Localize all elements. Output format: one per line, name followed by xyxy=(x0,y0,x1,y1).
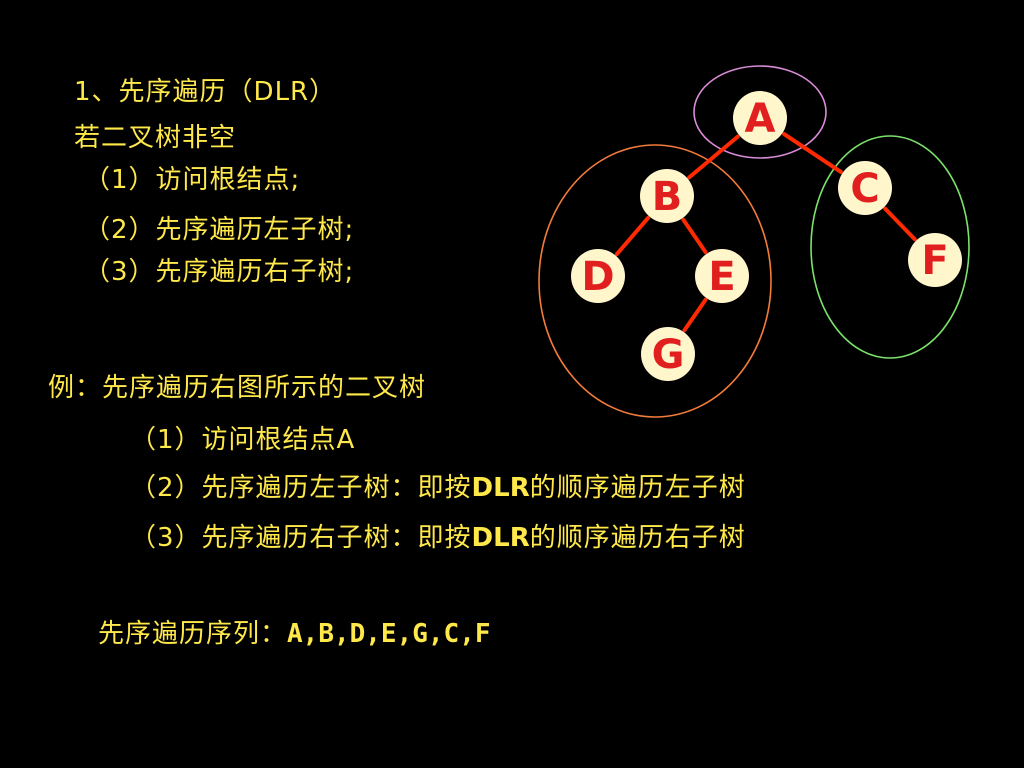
rule-step-2: （2）先序遍历左子树; xyxy=(84,215,355,245)
tree-node-label: E xyxy=(708,254,735,300)
tree-edge-e-g xyxy=(682,297,708,333)
tree-node-label: C xyxy=(850,166,879,212)
tree-node-e: E xyxy=(695,249,749,303)
tree-edge-a-b xyxy=(687,134,740,180)
tree-node-circle xyxy=(640,169,694,223)
example-step-3-suffix: 的顺序遍历右子树 xyxy=(529,523,746,553)
example-step-1: （1）访问根结点A xyxy=(130,425,356,455)
tree-node-label: A xyxy=(745,96,776,142)
tree-node-circle xyxy=(695,249,749,303)
example-step-2: （2）先序遍历左子树：即按DLR的顺序遍历左子树 xyxy=(130,472,746,504)
example-step-3-prefix: （3）先序遍历右子树：即按 xyxy=(130,523,472,553)
tree-node-g: G xyxy=(641,327,695,381)
tree-node-circle xyxy=(571,249,625,303)
tree-node-d: D xyxy=(571,249,625,303)
tree-node-c: C xyxy=(838,161,892,215)
tree-edge-b-d xyxy=(614,215,651,257)
example-step-3-dlr: DLR xyxy=(471,523,530,553)
tree-node-circle xyxy=(733,91,787,145)
tree-node-label: D xyxy=(581,254,614,300)
tree-edge-b-e xyxy=(681,217,708,255)
tree-node-circle xyxy=(908,233,962,287)
rule-step-1: （1）访问根结点; xyxy=(84,165,301,195)
condition-text: 若二叉树非空 xyxy=(74,123,237,153)
example-step-2-prefix: （2）先序遍历左子树：即按 xyxy=(130,473,472,503)
example-title: 例：先序遍历右图所示的二叉树 xyxy=(48,373,427,403)
preorder-result-sequence: A,B,D,E,G,C,F xyxy=(287,619,491,649)
preorder-result-label: 先序遍历序列： xyxy=(98,619,288,649)
tree-edge-c-f xyxy=(883,206,917,242)
example-step-2-dlr: DLR xyxy=(471,473,530,503)
tree-node-label: G xyxy=(652,332,685,378)
preorder-result: 先序遍历序列：A,B,D,E,G,C,F xyxy=(98,618,491,650)
tree-node-a: A xyxy=(733,91,787,145)
tree-node-label: F xyxy=(921,238,948,284)
example-step-3: （3）先序遍历右子树：即按DLR的顺序遍历右子树 xyxy=(130,522,746,554)
section-title: 1、先序遍历（DLR） xyxy=(74,77,337,107)
tree-node-label: B xyxy=(652,174,683,220)
tree-edge-a-c xyxy=(782,132,843,174)
tree-node-circle xyxy=(838,161,892,215)
tree-node-b: B xyxy=(640,169,694,223)
root-group-ellipse xyxy=(693,65,827,159)
rule-step-3: （3）先序遍历右子树; xyxy=(84,257,355,287)
tree-node-f: F xyxy=(908,233,962,287)
tree-node-circle xyxy=(641,327,695,381)
right-subtree-ellipse xyxy=(810,135,970,359)
example-step-2-suffix: 的顺序遍历左子树 xyxy=(529,473,746,503)
left-subtree-ellipse xyxy=(538,144,772,418)
